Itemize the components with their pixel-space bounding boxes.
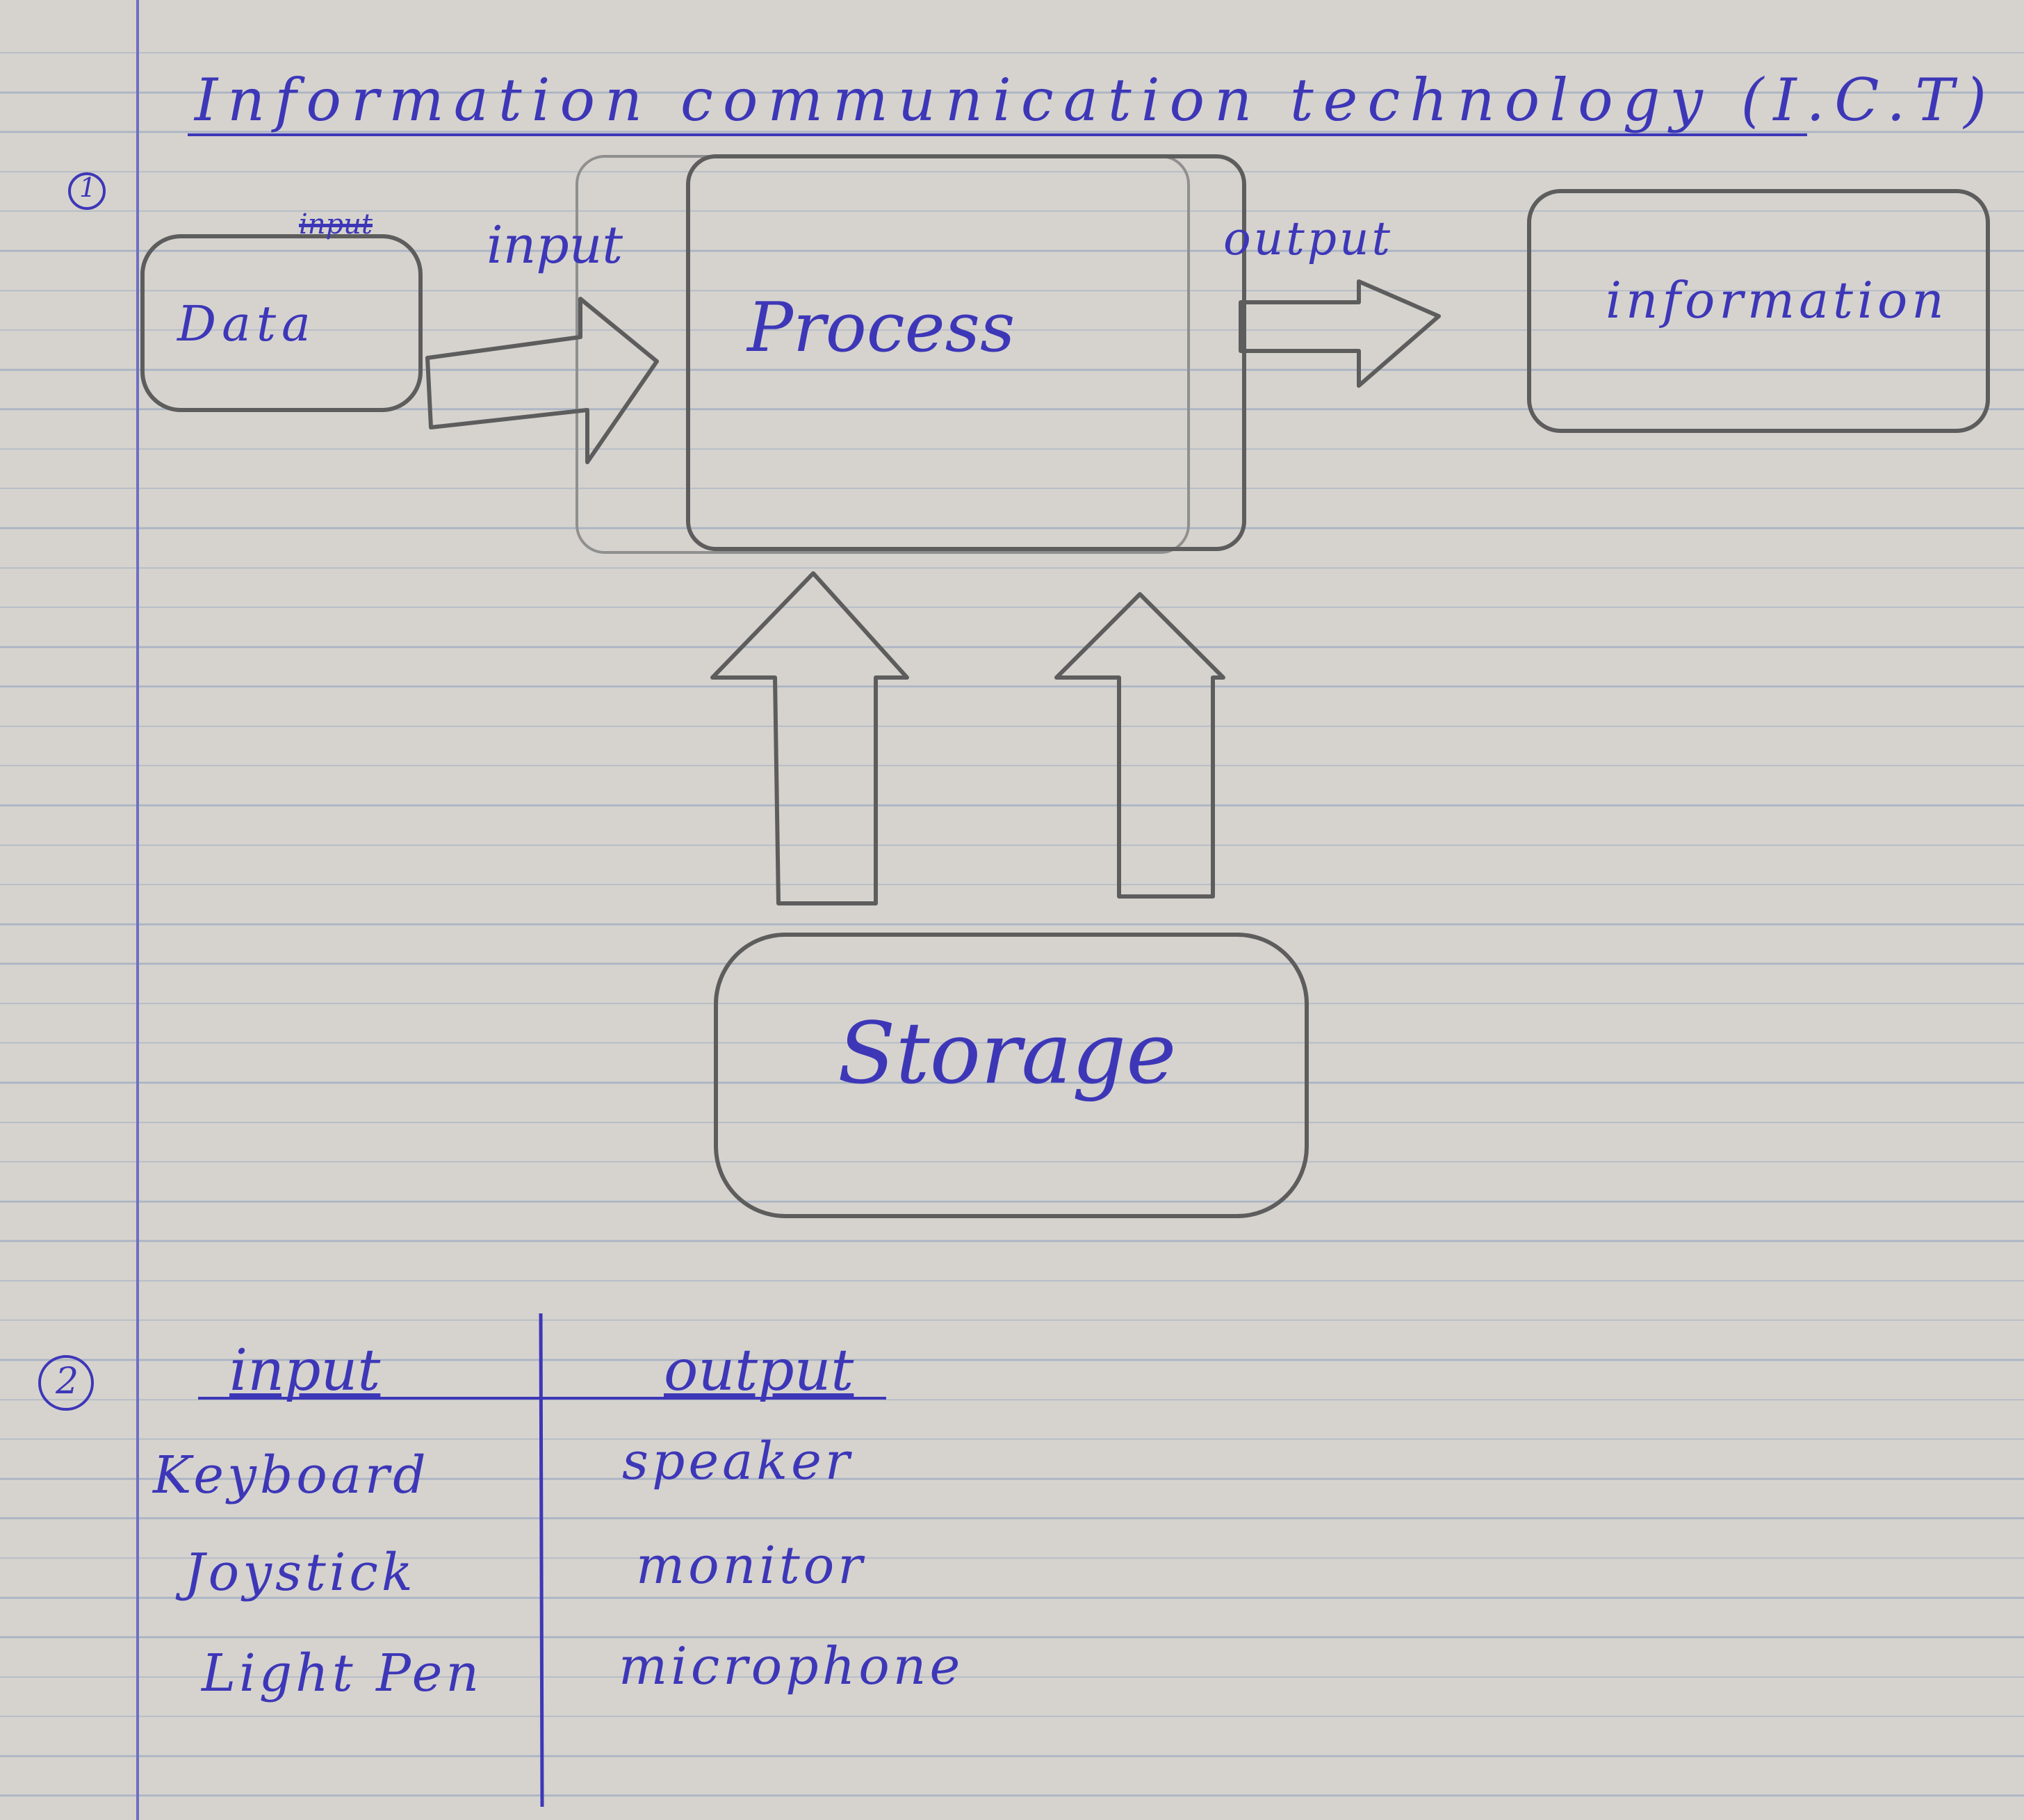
data-box xyxy=(140,234,423,412)
storage-arrow-left xyxy=(710,571,909,905)
storage-arrow-right xyxy=(1054,592,1225,899)
table-cell-input-3: Light Pen xyxy=(202,1643,483,1703)
table-divider xyxy=(539,1313,544,1807)
table-cell-output-3: microphone xyxy=(619,1637,964,1696)
output-arrow xyxy=(1239,279,1441,388)
crossed-out-word: input xyxy=(299,208,373,240)
margin-line xyxy=(136,0,139,1820)
section-1-number: 1 xyxy=(79,172,97,203)
table-cell-input-2: Joystick xyxy=(184,1543,416,1602)
data-box-label: Data xyxy=(177,295,316,352)
table-header-rule xyxy=(198,1397,886,1400)
input-arrow-label: input xyxy=(487,215,623,275)
storage-box-label: Storage xyxy=(838,1004,1177,1103)
table-cell-output-2: monitor xyxy=(636,1536,866,1596)
information-box xyxy=(1527,189,1990,433)
number-circle-1 xyxy=(68,172,106,210)
section-2-number: 2 xyxy=(56,1361,79,1402)
table-cell-output-1: speaker xyxy=(622,1432,854,1491)
storage-box xyxy=(714,933,1309,1218)
process-box-label: Process xyxy=(747,288,1015,368)
heading-underline xyxy=(188,133,1807,136)
input-arrow xyxy=(425,297,659,464)
table-cell-input-1: Keyboard xyxy=(153,1445,430,1505)
page-heading: Information communication technology (I.… xyxy=(195,66,1997,134)
table-header-input: input xyxy=(229,1338,381,1404)
information-box-label: information xyxy=(1606,271,1948,329)
number-circle-2 xyxy=(38,1355,94,1411)
table-header-output: output xyxy=(664,1338,854,1404)
output-arrow-label: output xyxy=(1223,212,1394,265)
